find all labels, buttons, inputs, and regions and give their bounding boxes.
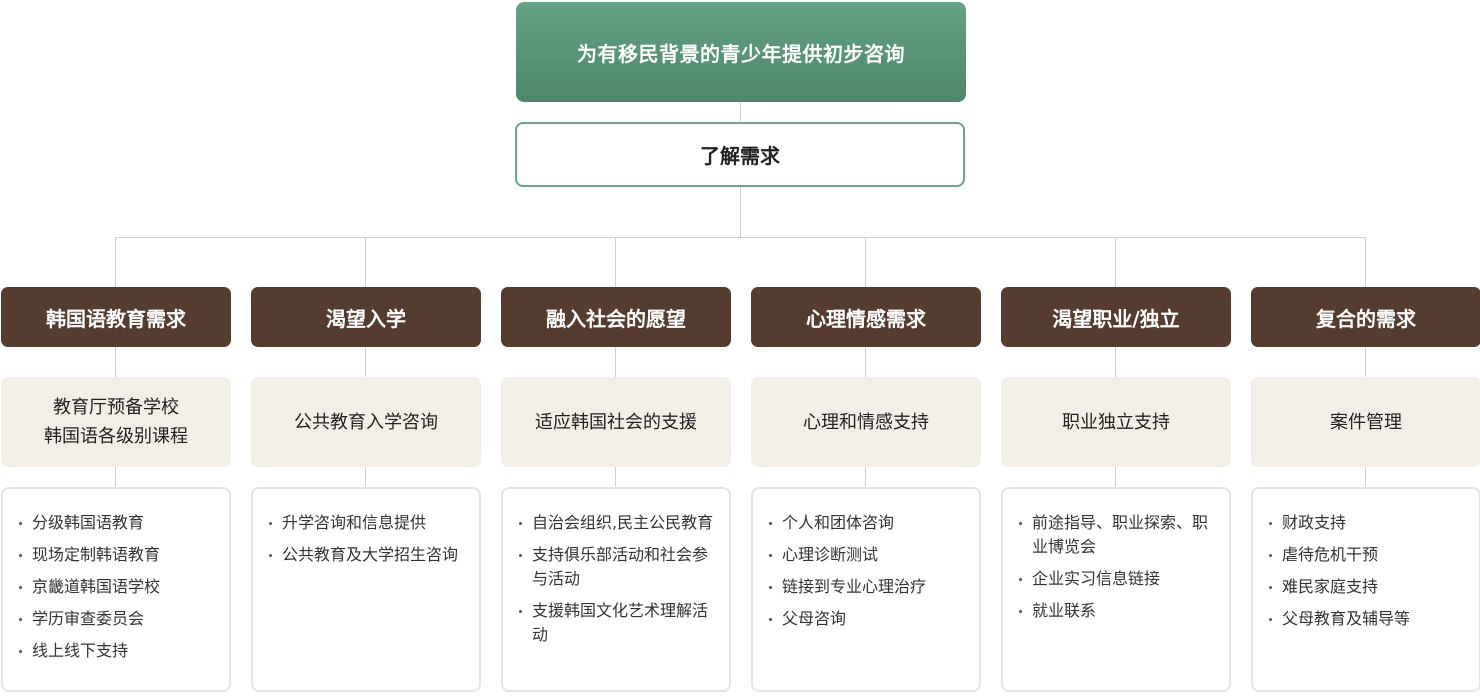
list-item: 升学咨询和信息提供 <box>269 511 467 535</box>
detail-list: 前途指导、职业探索、职业博览会 企业实习信息链接 就业联系 <box>1001 487 1231 692</box>
list-item: 企业实习信息链接 <box>1019 567 1217 591</box>
service-items-connector <box>865 467 866 487</box>
list-item: 心理诊断测试 <box>769 543 967 567</box>
list-item: 学历审查委员会 <box>19 607 217 631</box>
category-label: 复合的需求 <box>1316 306 1416 331</box>
needs-assessment-title: 了解需求 <box>700 144 780 168</box>
list-item: 个人和团体咨询 <box>769 511 967 535</box>
service-line: 案件管理 <box>1330 411 1402 433</box>
detail-list: 分级韩国语教育 现场定制韩语教育 京畿道韩国语学校 学历审查委员会 线上线下支持 <box>1 487 231 692</box>
connector-needs-to-branch <box>740 187 741 237</box>
list-item: 父母教育及辅导等 <box>1269 607 1467 631</box>
connector-top-to-needs <box>740 102 741 122</box>
service-items-connector <box>1365 467 1366 487</box>
list-item: 前途指导、职业探索、职业博览会 <box>1019 511 1217 559</box>
list-item: 线上线下支持 <box>19 639 217 663</box>
branch-horizontal-line <box>115 237 1366 238</box>
service-line: 职业独立支持 <box>1062 411 1170 433</box>
detail-list: 财政支持 虐待危机干预 难民家庭支持 父母教育及辅导等 <box>1251 487 1480 692</box>
branch-drop <box>615 237 616 287</box>
service-items-connector <box>1115 467 1116 487</box>
initial-consultation-box: 为有移民背景的青少年提供初步咨询 <box>516 2 966 102</box>
branch-drop <box>1115 237 1116 287</box>
cat-service-connector <box>1115 347 1116 377</box>
list-item: 父母咨询 <box>769 607 967 631</box>
cat-service-connector <box>365 347 366 377</box>
service-line: 教育厅预备学校 <box>53 397 179 418</box>
needs-assessment-box: 了解需求 <box>515 122 965 187</box>
list-item: 分级韩国语教育 <box>19 511 217 535</box>
list-item: 支援韩国文化艺术理解活动 <box>519 599 717 647</box>
branch-drop <box>365 237 366 287</box>
list-item: 现场定制韩语教育 <box>19 543 217 567</box>
detail-list: 个人和团体咨询 心理诊断测试 链接到专业心理治疗 父母咨询 <box>751 487 981 692</box>
detail-list: 自治会组织,民主公民教育 支持俱乐部活动和社会参与活动 支援韩国文化艺术理解活动 <box>501 487 731 692</box>
list-item: 财政支持 <box>1269 511 1467 535</box>
cat-service-connector <box>115 347 116 377</box>
list-item: 公共教育及大学招生咨询 <box>269 543 467 567</box>
cat-service-connector <box>1365 347 1366 377</box>
category-label: 融入社会的愿望 <box>546 306 686 331</box>
list-item: 虐待危机干预 <box>1269 543 1467 567</box>
category-box: 融入社会的愿望 <box>501 287 731 347</box>
service-line: 公共教育入学咨询 <box>294 411 438 433</box>
category-box: 复合的需求 <box>1251 287 1480 347</box>
list-item: 链接到专业心理治疗 <box>769 575 967 599</box>
category-label: 渴望职业/独立 <box>1052 306 1180 331</box>
service-items-connector <box>115 467 116 487</box>
initial-consultation-title: 为有移民背景的青少年提供初步咨询 <box>577 41 905 66</box>
category-box: 心理情感需求 <box>751 287 981 347</box>
service-box: 适应韩国社会的支援 <box>501 377 731 467</box>
list-item: 自治会组织,民主公民教育 <box>519 511 717 535</box>
list-item: 难民家庭支持 <box>1269 575 1467 599</box>
branch-drop <box>115 237 116 287</box>
list-item: 就业联系 <box>1019 599 1217 623</box>
branch-drop <box>1365 237 1366 287</box>
cat-service-connector <box>615 347 616 377</box>
category-box: 韩国语教育需求 <box>1 287 231 347</box>
detail-list: 升学咨询和信息提供 公共教育及大学招生咨询 <box>251 487 481 692</box>
service-items-connector <box>615 467 616 487</box>
category-label: 韩国语教育需求 <box>46 306 186 331</box>
service-box: 心理和情感支持 <box>751 377 981 467</box>
category-box: 渴望入学 <box>251 287 481 347</box>
cat-service-connector <box>865 347 866 377</box>
category-label: 心理情感需求 <box>806 306 926 331</box>
service-box: 职业独立支持 <box>1001 377 1231 467</box>
branch-drop <box>865 237 866 287</box>
service-box: 教育厅预备学校 韩国语各级别课程 <box>1 377 231 467</box>
service-line: 韩国语各级别课程 <box>44 426 188 447</box>
list-item: 京畿道韩国语学校 <box>19 575 217 599</box>
category-box: 渴望职业/独立 <box>1001 287 1231 347</box>
category-label: 渴望入学 <box>326 306 406 331</box>
service-line: 心理和情感支持 <box>803 411 929 433</box>
service-line: 适应韩国社会的支援 <box>535 411 697 433</box>
service-box: 案件管理 <box>1251 377 1480 467</box>
service-items-connector <box>365 467 366 487</box>
service-box: 公共教育入学咨询 <box>251 377 481 467</box>
list-item: 支持俱乐部活动和社会参与活动 <box>519 543 717 591</box>
